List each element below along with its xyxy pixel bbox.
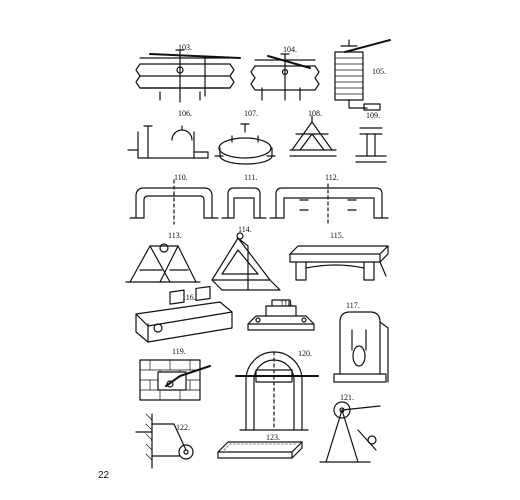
fig-115-label: 115. (330, 231, 344, 240)
fig-121-label: 121. (340, 393, 354, 402)
fig-120-drawing (236, 352, 318, 430)
fig-123-drawing (218, 442, 302, 458)
fig-105-drawing (335, 40, 390, 110)
fig-122-label: 122. (176, 423, 190, 432)
fig-119-drawing (140, 360, 210, 400)
fig-120-label: 120. (298, 349, 312, 358)
fig-111-label: 111. (244, 173, 257, 182)
fig-104-label: 104. (283, 45, 297, 54)
fig-111-drawing (222, 188, 266, 218)
fig-113-drawing (126, 244, 200, 282)
fig-109-label: 109. (366, 111, 380, 120)
fig-108-label: 108. (308, 109, 322, 118)
fig-113-label: 113. (168, 231, 182, 240)
fig-105-label: 105. (372, 67, 386, 76)
fig-117-label: 117. (346, 301, 360, 310)
fig-107-drawing (215, 124, 275, 164)
fig-116-drawing (136, 286, 232, 342)
page-number: 22 (98, 470, 110, 481)
fig-103-label: 103. (178, 43, 192, 52)
fig-121-drawing (320, 402, 380, 462)
fig-110-label: 110. (174, 173, 188, 182)
fig-104-drawing (251, 54, 319, 100)
fig-110-drawing (130, 180, 218, 224)
fig-112-drawing (270, 184, 388, 224)
fig-108-drawing (290, 116, 336, 156)
fig-118-label: 118. (280, 299, 294, 308)
fig-119-label: 119. (172, 347, 186, 356)
fig-107-label: 107. (244, 109, 258, 118)
fig-114-drawing (212, 233, 280, 290)
fig-117-drawing (334, 312, 388, 382)
fig-109-drawing (356, 128, 386, 162)
fig-116-label: 116. (182, 293, 196, 302)
fig-122-drawing (136, 414, 193, 468)
fig-106-label: 106. (178, 109, 192, 118)
fig-106-drawing (128, 126, 208, 158)
fig-115-drawing (290, 246, 388, 280)
fig-123-label: 123. (266, 433, 280, 442)
fig-103-drawing (136, 50, 240, 102)
fig-112-label: 112. (325, 173, 339, 182)
fig-114-label: 114. (238, 225, 252, 234)
fig-118-drawing (248, 300, 314, 330)
